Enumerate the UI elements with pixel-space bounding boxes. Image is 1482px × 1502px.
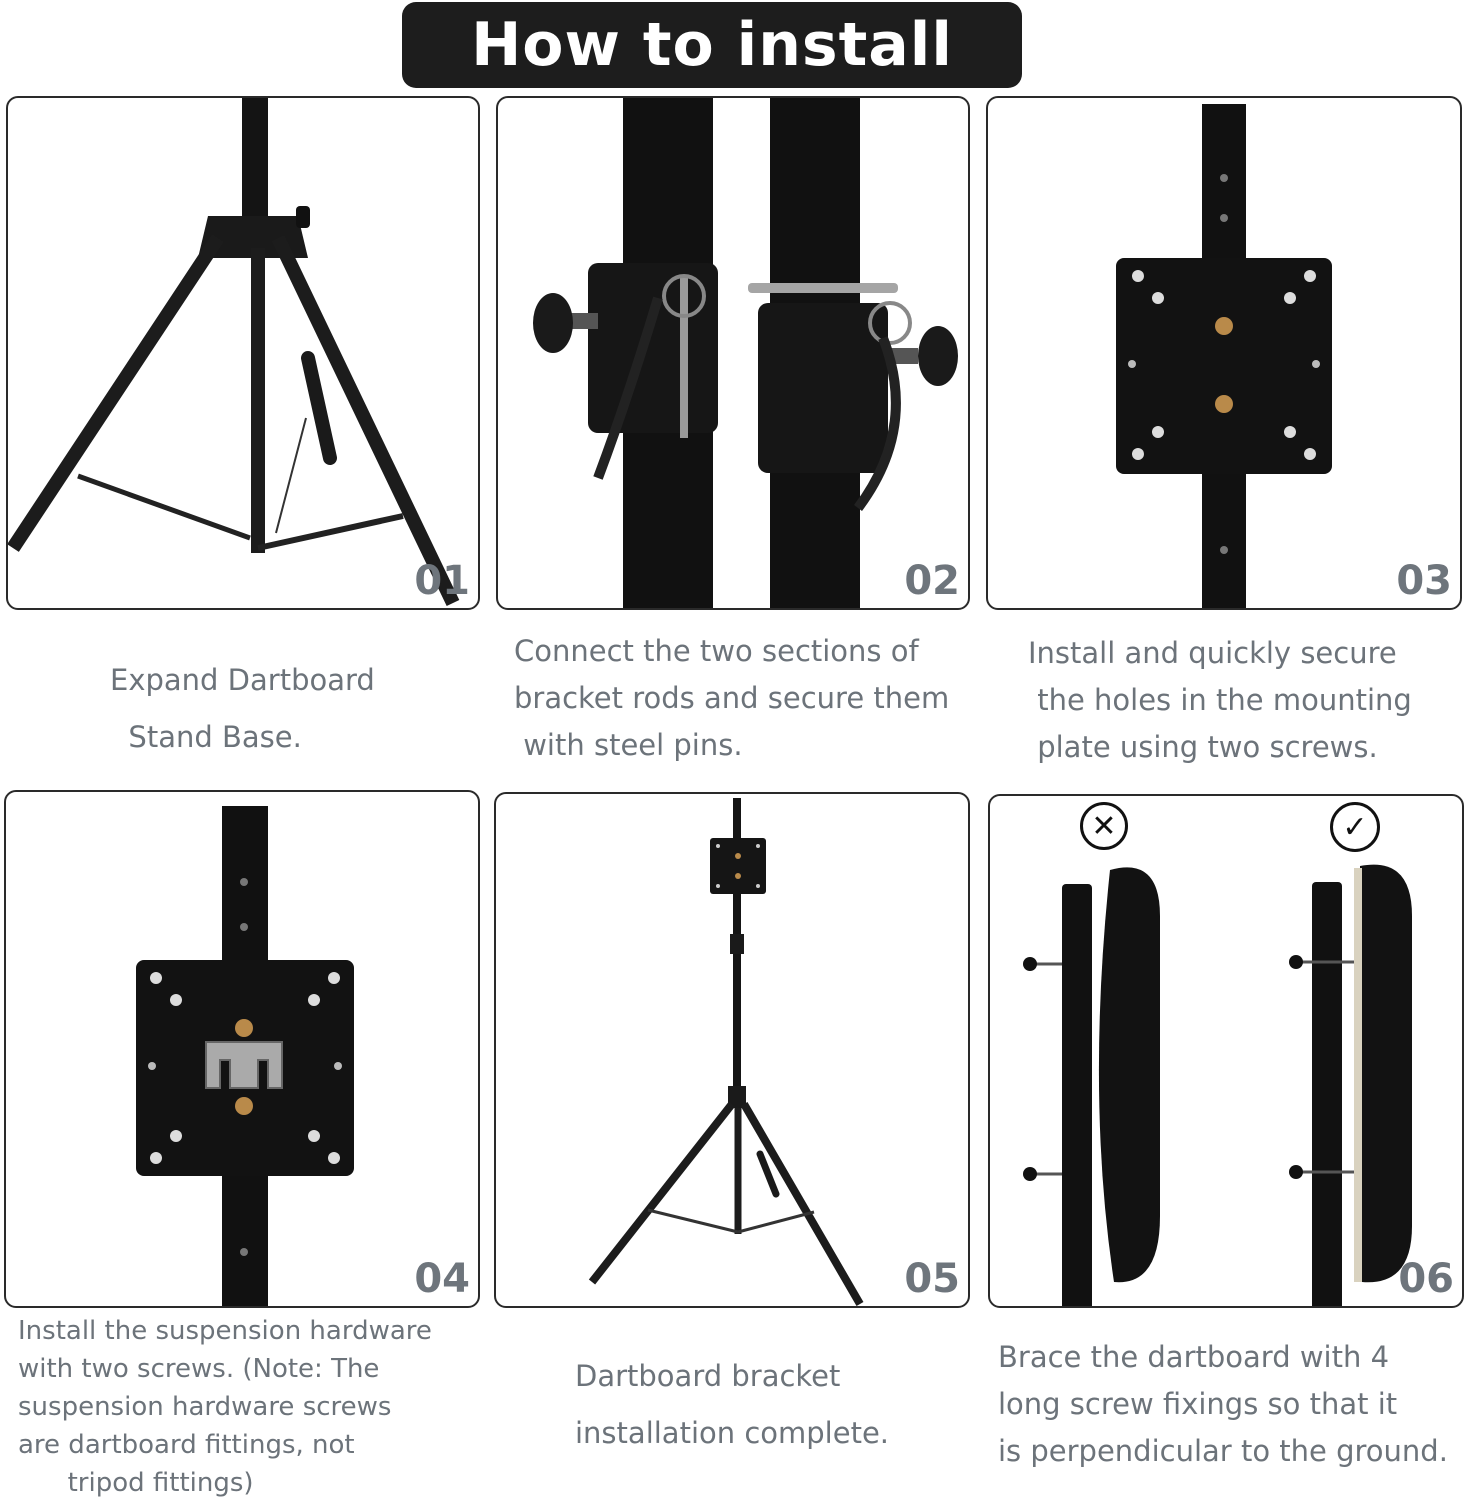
step-01-caption: Expand Dartboard Stand Base. — [110, 663, 375, 754]
check-circle-icon: ✓ — [1330, 802, 1380, 852]
step-06-caption: Brace the dartboard with 4 long screw fi… — [998, 1340, 1448, 1468]
cross-circle-icon: ✕ — [1080, 802, 1128, 850]
step-04-number: 04 — [414, 1256, 470, 1302]
step-05-panel: 05 — [494, 792, 970, 1308]
mounting-plate-illustration — [1116, 104, 1332, 608]
step-01-panel: 01 — [6, 96, 480, 610]
dartboard-side-view-illustration — [1023, 864, 1412, 1306]
step-04-caption: Install the suspension hardware with two… — [18, 1316, 432, 1498]
step-03-caption: Install and quickly secure the holes in … — [1028, 636, 1412, 764]
step-02-number: 02 — [904, 558, 960, 604]
tripod-base-illustration — [8, 98, 460, 607]
suspension-hardware-illustration — [136, 806, 354, 1306]
page-title: How to install — [471, 10, 953, 80]
step-05-number: 05 — [904, 1256, 960, 1302]
step-02-caption: Connect the two sections of bracket rods… — [514, 634, 950, 762]
rod-connection-illustration — [533, 98, 958, 608]
step-03-number: 03 — [1396, 558, 1452, 604]
step-06-number: 06 — [1398, 1256, 1454, 1302]
step-01-number: 01 — [414, 558, 470, 604]
step-06-panel: ✕ ✓ 06 — [988, 794, 1464, 1308]
step-03-panel: 03 — [986, 96, 1462, 610]
assembled-stand-illustration — [588, 798, 864, 1306]
step-05-caption: Dartboard bracket installation complete. — [575, 1359, 890, 1450]
step-02-panel: 02 — [496, 96, 970, 610]
title-banner: How to install — [402, 2, 1022, 88]
step-04-panel: 04 — [4, 790, 480, 1308]
